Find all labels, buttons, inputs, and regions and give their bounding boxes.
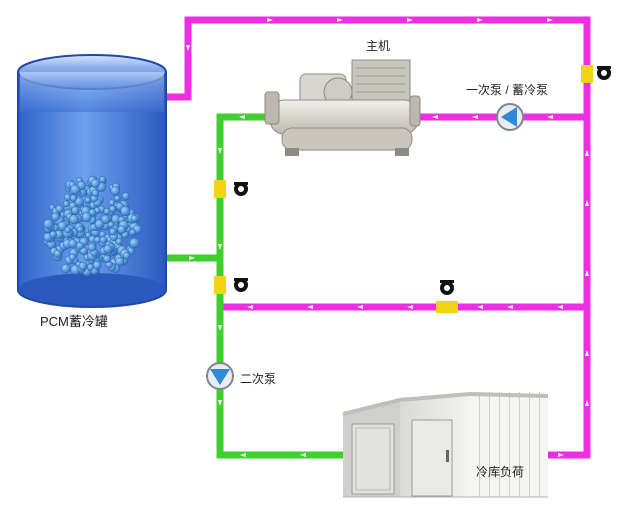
pcm-ball	[117, 225, 126, 234]
pcm-ball	[69, 194, 78, 202]
pump-icon	[501, 107, 517, 127]
secondary-pump[interactable]	[206, 362, 234, 390]
pcm-ball	[84, 196, 92, 204]
primary-pump-label: 一次泵 / 蓄冷泵	[466, 83, 548, 97]
pcm-ball	[76, 225, 84, 233]
pcm-ball	[121, 192, 130, 201]
chiller-label: 主机	[366, 39, 390, 53]
pcm-ball	[43, 218, 54, 230]
pcm-ball	[129, 228, 136, 236]
cold-room-icon	[343, 392, 548, 498]
pcm-ball	[122, 252, 131, 260]
pcm-ball	[103, 254, 112, 263]
green-pipes	[156, 113, 347, 459]
pcm-ball	[64, 226, 71, 234]
pcm-ball	[49, 230, 57, 239]
chiller-icon	[264, 59, 421, 156]
pump-icon	[210, 369, 230, 385]
valves	[214, 65, 611, 313]
pcm-ball	[99, 176, 107, 184]
valve-icon[interactable]	[581, 65, 611, 83]
pcm-ball	[115, 238, 123, 245]
valve-icon[interactable]	[214, 180, 248, 198]
pcm-ball	[91, 189, 100, 197]
pcm-ball	[53, 249, 62, 258]
pcm-ball	[86, 263, 94, 271]
pcm-ball	[130, 214, 139, 223]
pcm-ball	[55, 204, 64, 214]
pcm-ball	[114, 195, 121, 202]
valve-icon[interactable]	[436, 280, 458, 313]
cold-storage-label: 冷库负荷	[476, 464, 524, 479]
pcm-ball	[61, 263, 71, 274]
pcm-ball	[100, 214, 111, 224]
pcm-ball	[120, 206, 131, 217]
pcm-ball	[76, 241, 84, 250]
valve-icon[interactable]	[214, 276, 248, 294]
pcm-ball	[57, 221, 68, 231]
flow-arrows	[186, 18, 589, 457]
pcm-ball	[103, 207, 111, 215]
pcm-ball	[110, 185, 121, 196]
pcm-ball	[81, 212, 92, 223]
tank-label: PCM蓄冷罐	[40, 314, 108, 329]
pcm-ball	[90, 178, 101, 189]
pcm-ball	[70, 184, 81, 195]
pcm-ball	[108, 199, 116, 207]
pcm-ball	[107, 221, 115, 229]
pcm-ball	[103, 244, 113, 254]
primary-pump[interactable]	[496, 103, 524, 131]
pcm-ball	[64, 193, 72, 201]
pcm-ball	[68, 239, 78, 249]
pcm-ball	[99, 236, 107, 244]
pcm-ball	[115, 257, 125, 267]
pcm-tank	[17, 54, 167, 308]
pcm-balls	[43, 175, 142, 277]
pcm-ball	[69, 214, 79, 225]
secondary-pump-label: 二次泵	[240, 372, 276, 386]
pcm-ball	[92, 260, 102, 270]
pcm-ball	[78, 261, 88, 271]
pcm-ball	[87, 243, 97, 252]
pcm-ball	[71, 206, 80, 215]
pcm-ball	[129, 237, 140, 249]
pcm-ball	[109, 228, 117, 236]
pcm-ball	[51, 212, 60, 222]
pcm-ball	[68, 253, 77, 261]
pcm-ball	[63, 200, 70, 208]
